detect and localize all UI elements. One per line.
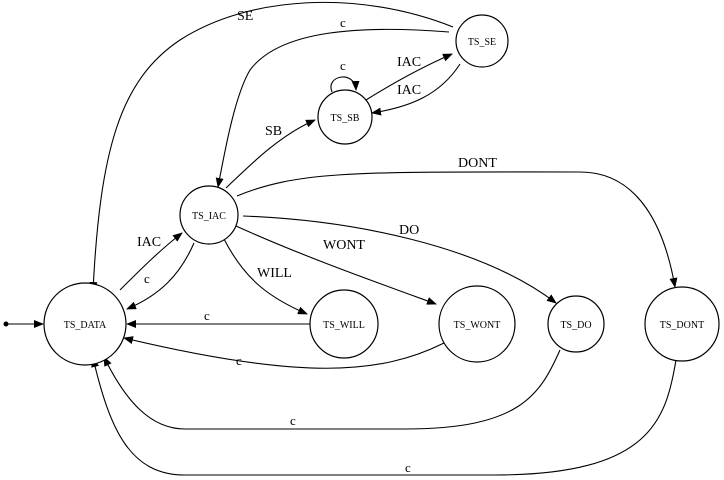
edge-TS_IAC-to-TS_DONT: [236, 171, 678, 288]
edge-TS_WONT-to-TS_DATA: [123, 336, 445, 369]
node-TS_DONT[interactable]: TS_DONT: [644, 286, 720, 362]
node-label: TS_IAC: [192, 211, 226, 222]
edge-label-wont-data: c: [236, 353, 242, 368]
node-TS_IAC[interactable]: TS_IAC: [179, 185, 239, 245]
edge-label-sb-se: IAC: [397, 55, 421, 70]
node-label: TS_SB: [331, 113, 360, 124]
edge-TS_SB-to-TS_SE: [365, 53, 453, 101]
node-label: TS_DO: [560, 320, 591, 331]
node-TS_WONT[interactable]: TS_WONT: [438, 285, 516, 363]
node-label: TS_WILL: [323, 320, 365, 331]
edge-label-se-sb: IAC: [397, 83, 421, 98]
node-TS_DO[interactable]: TS_DO: [547, 295, 605, 353]
edge-label-iac-dont: DONT: [458, 156, 497, 171]
edge-TS_SE-to-TS_SB: [371, 63, 461, 116]
edge-label-se-data: SE: [237, 9, 253, 24]
edge-label-data-iac: IAC: [137, 235, 161, 250]
edge-label-will-data: c: [204, 308, 210, 323]
node-label: TS_WONT: [454, 320, 501, 331]
edge-TS_IAC-to-TS_DO: [242, 215, 557, 304]
edge-label-iac-wont: WONT: [323, 238, 365, 253]
start-point: [3, 321, 9, 327]
node-TS_SB[interactable]: TS_SB: [317, 89, 373, 145]
edge-TS_SE-to-TS_IAC: [215, 28, 450, 188]
edge-TS_IAC-to-TS_WILL: [223, 238, 308, 315]
edge-label-iac-data: c: [144, 271, 150, 286]
edge-label-se-iac: c: [340, 15, 346, 30]
node-TS_DATA[interactable]: TS_DATA: [43, 282, 127, 366]
node-TS_SE[interactable]: TS_SE: [455, 14, 509, 68]
edge-TS_DONT-to-TS_DATA: [91, 357, 677, 476]
edge-TS_SE-to-TS_DATA: [89, 1, 454, 292]
node-label: TS_SE: [468, 37, 496, 48]
node-TS_WILL[interactable]: TS_WILL: [309, 289, 379, 359]
edge-TS_IAC-to-TS_WONT: [235, 225, 437, 305]
edge-label-iac-will: WILL: [257, 266, 292, 281]
edge-label-do-data: c: [290, 413, 296, 428]
node-label: TS_DATA: [64, 320, 107, 331]
edge-TS_IAC-to-TS_SB: [225, 119, 316, 189]
edge-TS_SB-selfloop: [330, 76, 360, 93]
node-label: TS_DONT: [660, 320, 704, 331]
edge-label-dont-data: c: [405, 460, 411, 475]
edge-label-iac-sb: SB: [265, 124, 282, 139]
edge-TS_DATA-to-TS_IAC: [119, 232, 183, 291]
edge-label-iac-do: DO: [399, 223, 419, 238]
edge-label-sb-self: c: [340, 58, 346, 73]
edge-TS_DO-to-TS_DATA: [103, 349, 561, 430]
edge-TS_IAC-to-TS_DATA: [126, 242, 195, 310]
